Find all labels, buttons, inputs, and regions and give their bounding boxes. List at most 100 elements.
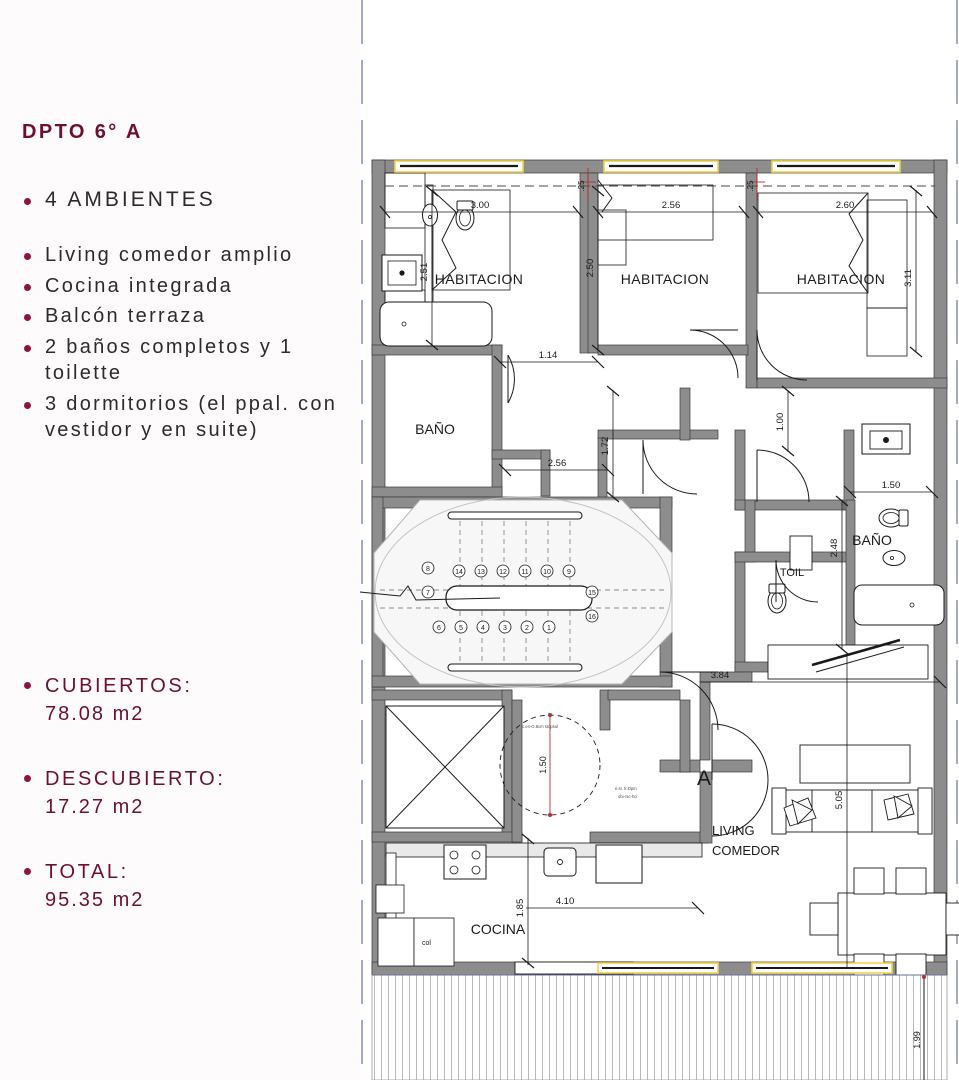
svg-text:c.en-O.8cm stopsul: c.en-O.8cm stopsul	[522, 724, 558, 729]
dim-bano-width-label: 2.56	[548, 458, 567, 469]
room-label-habitacion-left: HABITACION	[435, 271, 524, 287]
svg-text:9: 9	[567, 569, 571, 576]
dim-living-depth-label: 5.05	[834, 791, 845, 810]
dim-turn-circle-label: 1.50	[538, 756, 548, 774]
room-label-habitacion-middle: HABITACION	[621, 271, 710, 287]
dim-hab-mid-width-label: 2.56	[662, 200, 681, 211]
stat-value: 17.27 m2	[45, 796, 145, 819]
stats-list: CUBIERTOS: 78.08 m2 DESCUBIERTO: 17.27 m…	[20, 672, 360, 950]
floor-plan: 14 13 12 11 10 9 6 5 4 3 2 1 8 7 15 16	[360, 0, 959, 1080]
feature-list: 4 AMBIENTES Living comedor amplio Cocina…	[20, 186, 360, 448]
living-furniture	[767, 638, 959, 981]
cad-annotations: c.en-O.8cm stopsul e.sr. fr.l0pm obi-rsc…	[522, 724, 637, 799]
list-item: 4 AMBIENTES	[20, 186, 360, 214]
dim-hab-left-depth-label: 2.51	[419, 263, 430, 282]
stat-label: TOTAL:	[45, 860, 129, 883]
dim-wall-offset-2-label: .25	[746, 180, 755, 192]
room-label-habitacion-right: HABITACION	[797, 271, 886, 287]
stair-tread-numbers-side: 8 7 15 16	[421, 561, 599, 623]
svg-text:5: 5	[459, 625, 463, 632]
bullet-icon	[24, 774, 31, 782]
window-group-top	[394, 160, 901, 173]
dim-hab-right-depth-label: 3.11	[903, 269, 914, 287]
feature-label: 4 AMBIENTES	[45, 188, 216, 211]
balcon-terraza: 1.99	[371, 961, 948, 1080]
list-item: Living comedor amplio	[20, 242, 360, 269]
feature-label: Balcón terraza	[45, 305, 207, 328]
dim-balcon-depth-label: 1.99	[912, 1031, 922, 1049]
list-item: Balcón terraza	[20, 303, 360, 330]
page-border-lines	[361, 0, 958, 1080]
bullet-icon	[24, 283, 31, 291]
bullet-icon	[24, 682, 31, 689]
service-shaft	[385, 705, 505, 829]
stat-label: DESCUBIERTO:	[45, 767, 226, 790]
bullet-icon	[24, 314, 31, 322]
stat-label: CUBIERTOS:	[45, 675, 193, 697]
room-label-bano-suite: BAÑO	[852, 532, 892, 548]
feature-label: 3 dormitorios (el ppal. con vestidor y e…	[45, 392, 338, 442]
bano-suite-fixtures	[853, 423, 945, 626]
stair-tread-numbers-lower: 6 5 4 3 2 1	[432, 620, 556, 634]
bano-left-fixtures	[379, 200, 493, 347]
bullet-icon	[24, 198, 31, 205]
feature-label: Cocina integrada	[45, 274, 234, 297]
svg-text:7: 7	[426, 590, 430, 597]
bullet-icon	[24, 252, 31, 260]
dim-pass-depth-label: 1.00	[775, 413, 786, 432]
dim-cocina-depth-label: 1.85	[515, 899, 526, 918]
room-label-cocina: COCINA	[471, 921, 526, 937]
dim-living-width-label: 3.84	[711, 670, 730, 681]
svg-text:obi-rsc-hci: obi-rsc-hci	[618, 794, 637, 799]
feature-label: Living comedor amplio	[45, 243, 294, 266]
list-item: 2 baños completos y 1 toilette	[20, 334, 360, 387]
floor-plan-drawing: 14 13 12 11 10 9 6 5 4 3 2 1 8 7 15 16	[360, 0, 959, 1080]
dim-hab-left-width-label: 3.00	[471, 200, 490, 211]
dim-hab-mid-depth-label: 2.50	[585, 259, 596, 278]
bullet-icon	[24, 867, 31, 875]
bullet-icon	[24, 344, 31, 352]
stair-tread-numbers-upper: 14 13 12 11 10 9	[452, 564, 576, 578]
svg-text:12: 12	[499, 569, 507, 576]
svg-text:2: 2	[525, 625, 529, 632]
svg-text:1: 1	[547, 625, 551, 632]
feature-label: 2 baños completos y 1 toilette	[45, 335, 294, 385]
dim-bano-suite-w-label: 1.50	[882, 480, 901, 491]
dim-hall-depth-label: 1.72	[600, 437, 611, 456]
svg-text:15: 15	[588, 590, 596, 597]
page-title: DPTO 6° A	[22, 121, 143, 143]
svg-text:e.sr. fr.l0pm: e.sr. fr.l0pm	[615, 786, 637, 791]
dimension-lines	[379, 168, 947, 969]
svg-text:16: 16	[588, 614, 596, 621]
info-panel: DPTO 6° A 4 AMBIENTES Living comedor amp…	[0, 0, 360, 1080]
list-item: Cocina integrada	[20, 273, 360, 300]
plan-text-labels: HABITACION HABITACION HABITACION BAÑO BA…	[415, 180, 914, 937]
stair-core: 14 13 12 11 10 9 6 5 4 3 2 1 8 7 15 16	[360, 496, 673, 688]
bullet-icon	[24, 401, 31, 409]
svg-text:13: 13	[477, 569, 485, 576]
room-label-bano-left: BAÑO	[415, 421, 455, 437]
svg-text:3: 3	[503, 625, 507, 632]
turning-circle: 1.50	[499, 713, 601, 817]
dim-hab-right-width-label: 2.60	[836, 200, 855, 211]
stat-total: TOTAL: 95.35 m2	[20, 858, 360, 915]
cocina-fixtures: col	[375, 842, 703, 967]
stat-cubiertos: CUBIERTOS: 78.08 m2	[20, 672, 360, 729]
dim-wall-offset-1-label: .25	[577, 180, 586, 192]
room-label-toilette: TOIL	[780, 567, 804, 579]
dim-cocina-width-label: 4.10	[556, 896, 575, 907]
stat-value: 95.35 m2	[45, 888, 145, 911]
stat-descubierto: DESCUBIERTO: 17.27 m2	[20, 765, 360, 822]
list-item: 3 dormitorios (el ppal. con vestidor y e…	[20, 391, 360, 444]
dim-hall-width-label: 1.14	[539, 350, 558, 361]
svg-text:4: 4	[481, 625, 485, 632]
column-label: col	[422, 940, 431, 947]
svg-text:8: 8	[426, 566, 430, 573]
svg-text:11: 11	[521, 569, 528, 576]
svg-text:6: 6	[437, 625, 441, 632]
door-marker-a: A	[697, 767, 711, 790]
dim-bano-suite-d-label: 2.48	[829, 539, 840, 558]
toilette-fixtures	[767, 535, 813, 614]
stat-value: 78.08 m2	[45, 703, 145, 726]
svg-text:14: 14	[455, 569, 463, 576]
